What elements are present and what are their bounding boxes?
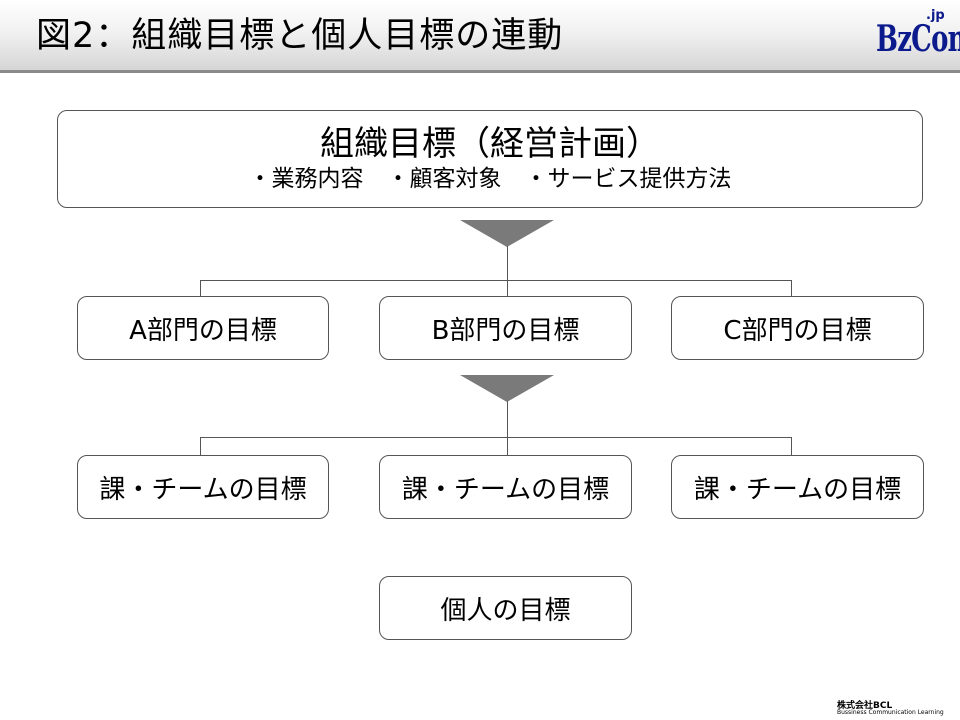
bzcom-logo: BzCom bbox=[876, 18, 960, 60]
connector-drop-b bbox=[507, 280, 508, 297]
bzcom-logo-suffix: .jp bbox=[926, 8, 945, 23]
dept-box-b: B部門の目標 bbox=[379, 296, 632, 360]
connector-drop-team-2 bbox=[507, 437, 508, 455]
org-goal-subtitle: ・業務内容 ・顧客対象 ・サービス提供方法 bbox=[248, 166, 732, 192]
dept-label-a: A部門の目標 bbox=[129, 315, 277, 346]
connector-trunk-1 bbox=[507, 246, 508, 281]
dept-box-a: A部門の目標 bbox=[77, 296, 329, 360]
individual-goal-box: 個人の目標 bbox=[379, 576, 632, 640]
connector-branch-2 bbox=[200, 437, 792, 438]
org-goal-title: 組織目標（経営計画） bbox=[320, 124, 660, 164]
slide-header bbox=[0, 0, 960, 72]
org-goal-box: 組織目標（経営計画） ・業務内容 ・顧客対象 ・サービス提供方法 bbox=[57, 110, 923, 208]
dept-label-b: B部門の目標 bbox=[431, 315, 580, 346]
team-box-2: 課・チームの目標 bbox=[379, 455, 632, 519]
down-arrow-1 bbox=[460, 220, 554, 247]
individual-goal-label: 個人の目標 bbox=[440, 595, 571, 626]
team-box-1: 課・チームの目標 bbox=[77, 455, 329, 519]
dept-label-c: C部門の目標 bbox=[723, 315, 872, 346]
team-box-3: 課・チームの目標 bbox=[671, 455, 924, 519]
down-arrow-2 bbox=[460, 375, 554, 402]
connector-trunk-2 bbox=[507, 401, 508, 438]
team-label-3: 課・チームの目標 bbox=[693, 474, 902, 505]
team-label-2: 課・チームの目標 bbox=[401, 474, 610, 505]
footer-company: 株式会社BCL bbox=[837, 701, 893, 711]
connector-drop-c bbox=[791, 280, 792, 297]
dept-box-c: C部門の目標 bbox=[671, 296, 924, 360]
connector-drop-team-1 bbox=[200, 437, 201, 455]
slide-title: 図2：組織目標と個人目標の連動 bbox=[36, 16, 564, 56]
connector-drop-team-3 bbox=[791, 437, 792, 455]
connector-drop-a bbox=[200, 280, 201, 297]
header-divider bbox=[0, 70, 960, 73]
connector-branch-1 bbox=[200, 280, 792, 281]
footer-tagline: Bussiness Communication Learning bbox=[837, 709, 944, 716]
team-label-1: 課・チームの目標 bbox=[99, 474, 307, 505]
